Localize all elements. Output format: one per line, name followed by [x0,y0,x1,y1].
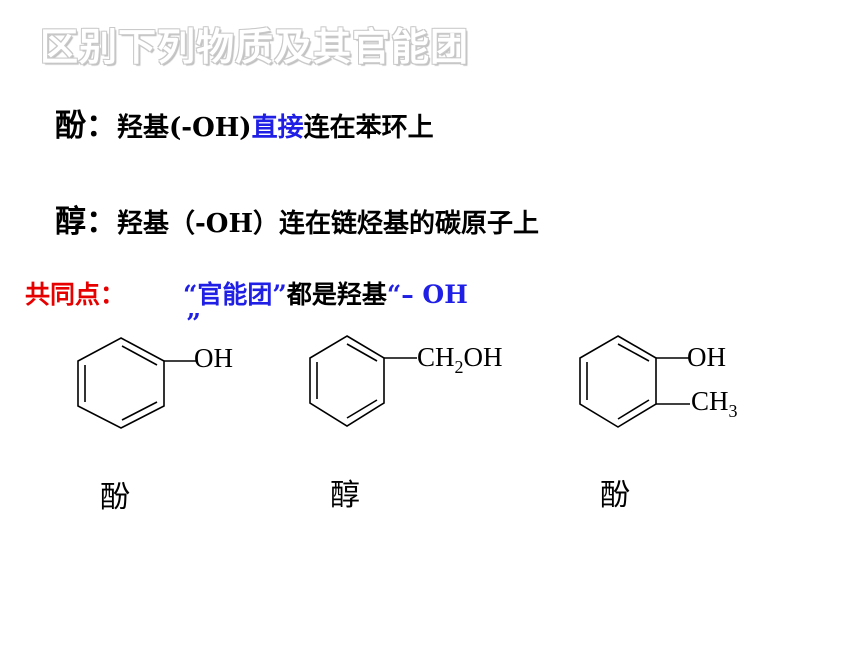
phenol-text-a: 羟基(-OH) [117,113,252,143]
phenol-oh-label: OH [194,343,233,373]
phenol-colon: ： [86,108,117,144]
phenol-definition: 酚：羟基(-OH)直接连在苯环上 [55,100,434,145]
alcohol-colon: ： [86,204,117,240]
common-point: 共同点：“官能团”都是羟基“– OH [25,275,468,311]
phenol-highlight: 直接 [251,113,304,143]
phenol-term: 酚 [55,108,86,144]
group-name: 官能团 [197,280,273,309]
benzyl-alcohol-ring [309,335,417,427]
slide-title: 区别下列物质及其官能团 [40,25,470,69]
phenol-text-b: 连在苯环上 [303,113,434,143]
caption-phenol-2: 酚 [600,478,630,513]
caption-phenol-1: 酚 [100,480,130,515]
quote-close: ” [272,280,287,309]
alcohol-definition: 醇：羟基（-OH）连在链烃基的碳原子上 [55,196,539,241]
common-text: 都是羟基 [286,280,387,309]
cresol-oh-label: OH [687,342,726,372]
benzyl-ch2oh-label: CH2OH [417,342,503,377]
oh-open-quote: “ [386,280,402,309]
cresol-ring [579,335,690,428]
caption-alcohol: 醇 [330,478,360,513]
quote-open: “ [183,280,198,309]
cresol-ch3-label: CH3 [691,386,738,421]
common-label: 共同点： [25,280,126,309]
alcohol-text: 羟基（-OH）连在链烃基的碳原子上 [117,209,540,239]
alcohol-term: 醇 [55,204,86,240]
oh-group: – OH [401,280,468,309]
oh-close-quote: ” [186,309,201,339]
phenol-ring [77,337,197,429]
